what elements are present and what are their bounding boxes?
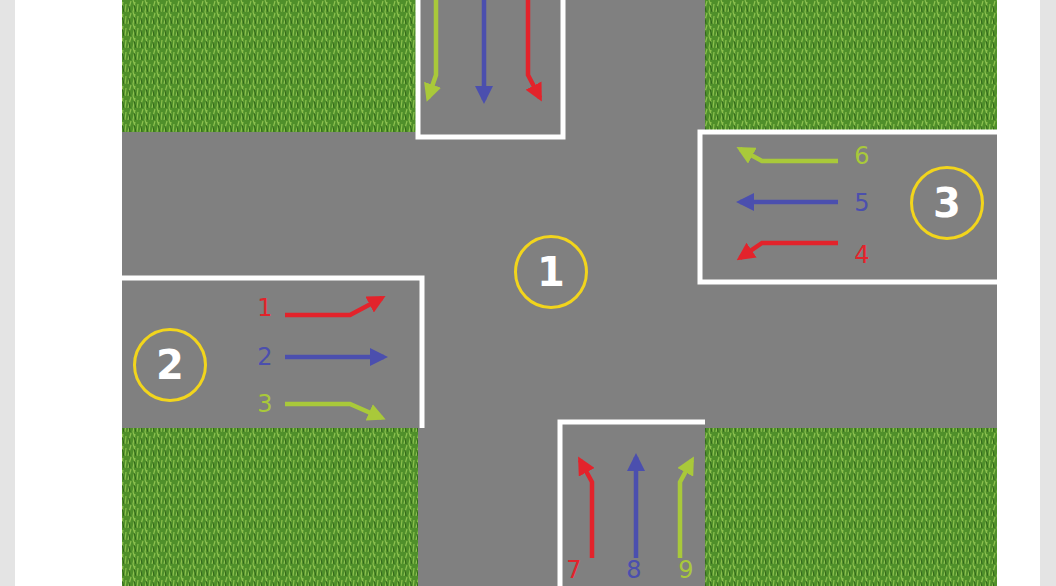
lane-number: 7 — [566, 556, 581, 584]
lane-number: 4 — [854, 241, 869, 269]
lane-number: 9 — [678, 556, 693, 584]
zone-circle: 3 — [910, 166, 984, 240]
lane-number: 1 — [257, 294, 272, 322]
zone-number: 3 — [933, 180, 961, 226]
lane-number: 5 — [854, 189, 869, 217]
zone-number: 1 — [537, 249, 565, 295]
lane-number: 8 — [626, 556, 641, 584]
zone-circle: 2 — [133, 328, 207, 402]
lane-number: 6 — [854, 142, 869, 170]
lane-number: 3 — [257, 390, 272, 418]
zone-number: 2 — [156, 342, 184, 388]
zone-circle: 1 — [514, 235, 588, 309]
lane-number: 2 — [257, 343, 272, 371]
